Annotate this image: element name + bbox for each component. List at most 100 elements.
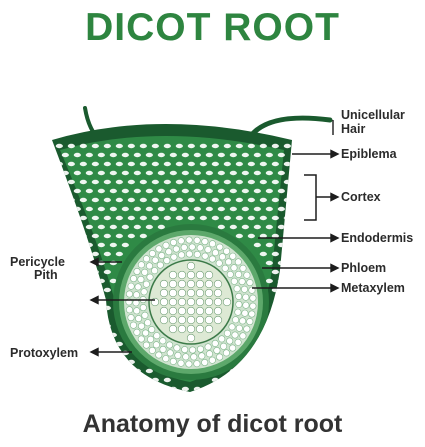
vascular-cell [188, 243, 196, 251]
cortex-cell [229, 368, 237, 374]
cortex-cell [115, 359, 123, 365]
cortex-cell [91, 359, 99, 365]
cortex-cell [115, 179, 123, 185]
cortex-cell [229, 224, 237, 230]
cortex-cell [121, 242, 129, 248]
cortex-cell [97, 224, 105, 230]
vascular-cell [155, 245, 163, 253]
cortex-cell [253, 206, 261, 212]
cortex-cell [163, 377, 171, 383]
cortex-cell [145, 206, 153, 212]
vascular-cell [133, 328, 141, 336]
cortex-cell [163, 197, 171, 203]
cortex-cell [67, 377, 75, 383]
label-phloem: Phloem [341, 261, 387, 275]
vascular-cell [146, 262, 154, 270]
vascular-cell [197, 345, 205, 353]
cortex-cell [121, 206, 129, 212]
cortex-cell [271, 197, 279, 203]
cortex-cell [265, 332, 273, 338]
cortex-cell [115, 341, 123, 347]
cortex-cell [67, 143, 75, 149]
vascular-cell [172, 245, 180, 253]
vascular-cell [133, 291, 141, 299]
cortex-cell [61, 278, 69, 284]
cortex-cell [259, 143, 267, 149]
cortex-cell [271, 341, 279, 347]
vascular-cell [222, 349, 230, 357]
cortex-cell [235, 215, 243, 221]
vascular-cell [185, 236, 193, 244]
pith-cell [186, 306, 196, 316]
cortex-cell [103, 287, 111, 293]
vascular-cell [246, 318, 254, 326]
cortex-cell [277, 242, 285, 248]
vascular-cell [233, 285, 241, 293]
cortex-cell [67, 287, 75, 293]
cortex-cell [163, 179, 171, 185]
cortex-cell [253, 188, 261, 194]
cortex-cell [73, 188, 81, 194]
cortex-cell [103, 323, 111, 329]
cortex-cell [115, 233, 123, 239]
pith-cell [186, 261, 196, 271]
cortex-cell [85, 278, 93, 284]
cortex-cell [217, 386, 225, 392]
pith-cell [177, 288, 187, 298]
cortex-cell [259, 251, 267, 257]
vascular-cell [232, 316, 240, 324]
cortex-cell [67, 359, 75, 365]
cortex-cell [235, 179, 243, 185]
vascular-cell [190, 353, 198, 361]
cortex-cell [85, 152, 93, 158]
vascular-cell [142, 280, 150, 288]
vascular-cell [239, 332, 247, 340]
label-pith: Pith [34, 268, 58, 282]
cortex-cell [121, 368, 129, 374]
cortex-cell [139, 377, 147, 383]
cortex-cell [127, 161, 135, 167]
cortex-cell [109, 242, 117, 248]
vascular-cell [185, 250, 193, 258]
cortex-cell [277, 152, 285, 158]
cortex-cell [205, 170, 213, 176]
cortex-cell [103, 161, 111, 167]
cortex-cell [199, 215, 207, 221]
label-epiblema: Epiblema [341, 147, 397, 161]
cortex-cell [217, 188, 225, 194]
cortex-cell [91, 215, 99, 221]
vascular-cell [216, 243, 224, 251]
vascular-cell [204, 246, 212, 254]
vascular-cell [148, 326, 156, 334]
vascular-cell [235, 300, 243, 308]
cortex-cell [109, 152, 117, 158]
cortex-cell [217, 224, 225, 230]
cortex-cell [157, 224, 165, 230]
vascular-cell [226, 270, 234, 278]
cortex-cell [283, 359, 291, 365]
cortex-cell [265, 368, 273, 374]
cortex-cell [181, 152, 189, 158]
cortex-cell [169, 170, 177, 176]
cortex-cell [55, 233, 63, 239]
cortex-cell [259, 179, 267, 185]
pith-cell [168, 297, 178, 307]
cortex-cell [169, 188, 177, 194]
cortex-cell [151, 161, 159, 167]
cortex-cell [103, 251, 111, 257]
cortex-cell [91, 269, 99, 275]
cortex-cell [61, 170, 69, 176]
vascular-cell [235, 270, 243, 278]
pith-cell [177, 324, 187, 334]
vascular-cell [162, 241, 170, 249]
cortex-cell [103, 377, 111, 383]
cortex-cell [187, 179, 195, 185]
cortex-cell [241, 188, 249, 194]
cortex-cell [229, 386, 237, 392]
cortex-cell [55, 305, 63, 311]
cortex-cell [277, 350, 285, 356]
cortex-cell [139, 179, 147, 185]
cortex-cell [79, 233, 87, 239]
vascular-cell [127, 282, 135, 290]
